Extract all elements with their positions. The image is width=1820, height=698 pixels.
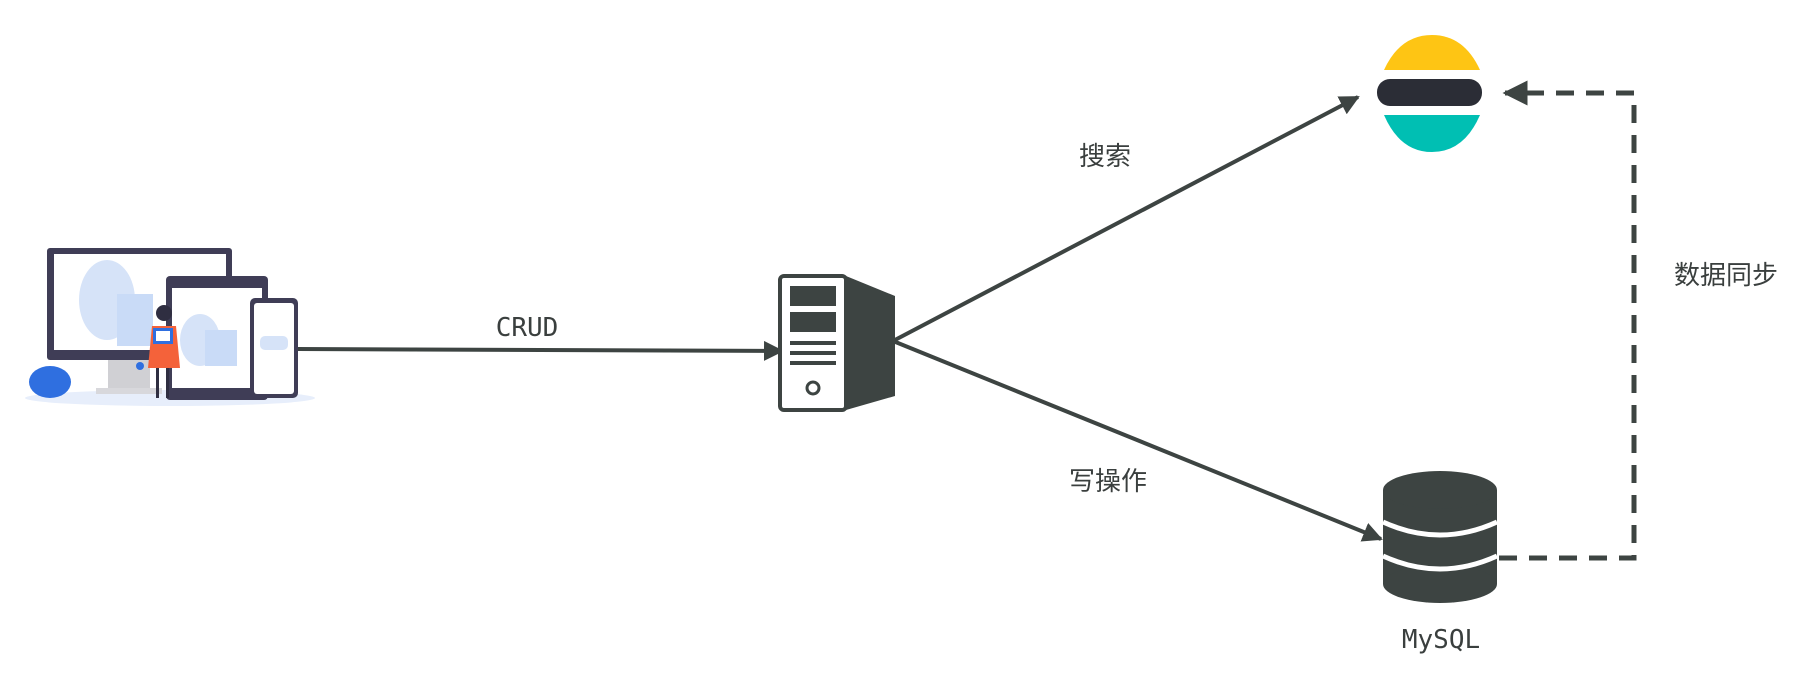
person-icon bbox=[148, 305, 180, 398]
crud-arrow bbox=[297, 340, 784, 361]
server-icon bbox=[778, 274, 895, 412]
sync-label: 数据同步 bbox=[1674, 261, 1778, 291]
crud-label: CRUD bbox=[496, 313, 559, 343]
search-arrow bbox=[892, 95, 1360, 343]
search-label: 搜索 bbox=[1079, 142, 1131, 172]
bush-icon bbox=[29, 366, 71, 398]
write-label: 写操作 bbox=[1069, 467, 1147, 497]
write-arrow bbox=[892, 339, 1383, 542]
client-devices-illustration bbox=[25, 248, 315, 406]
mysql-database-icon bbox=[1381, 471, 1499, 603]
sync-arrow bbox=[1499, 80, 1637, 561]
elasticsearch-logo-icon bbox=[1377, 35, 1482, 152]
mysql-label: MySQL bbox=[1402, 625, 1480, 655]
